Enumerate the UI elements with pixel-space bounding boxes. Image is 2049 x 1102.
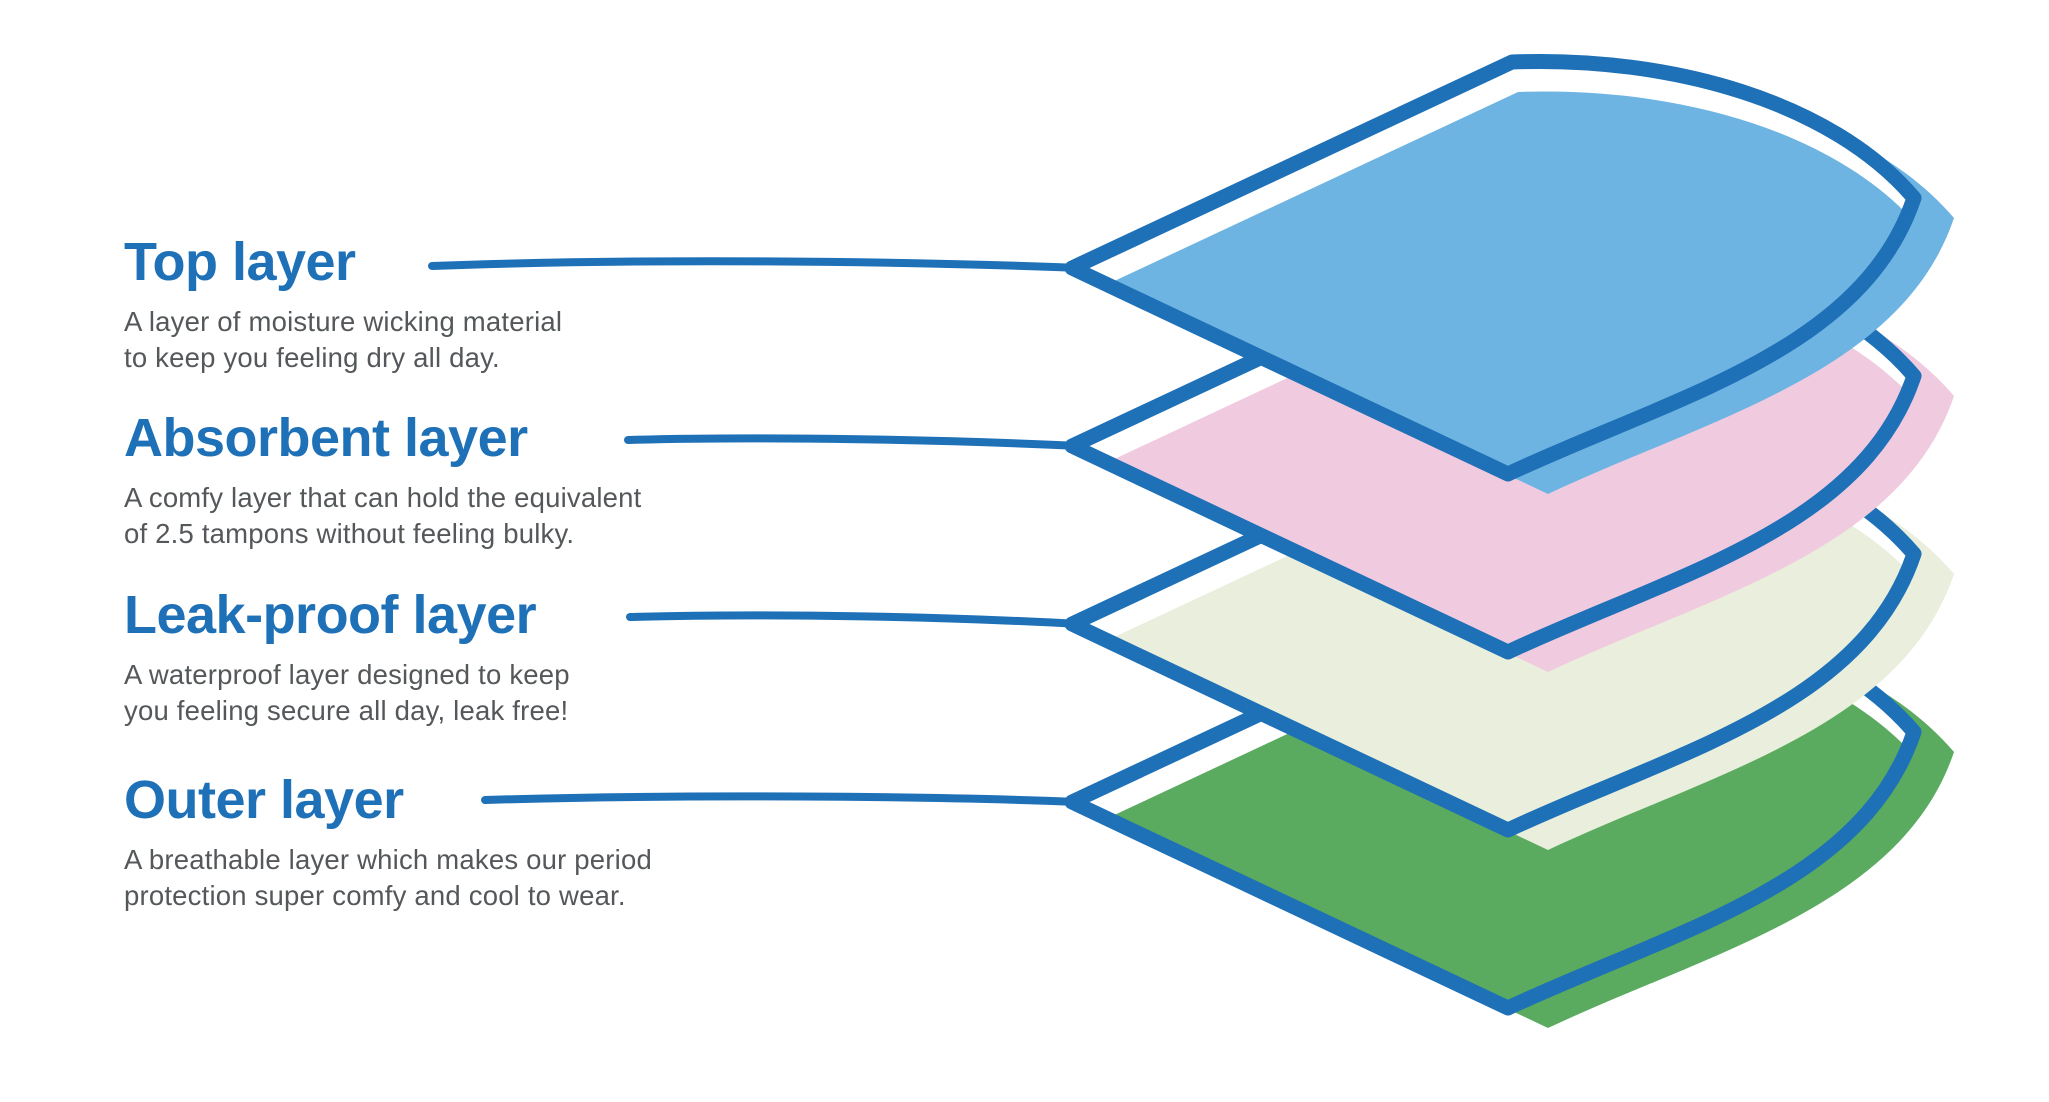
description-line-2: protection super comfy and cool to wear. <box>124 880 626 912</box>
description-line-2: of 2.5 tampons without feeling bulky. <box>124 518 575 550</box>
section-description: A waterproof layer designed to keep you … <box>124 657 824 729</box>
description-line-2: to keep you feeling dry all day. <box>124 342 500 374</box>
section-title: Top layer <box>124 232 356 292</box>
section-description: A layer of moisture wicking material to … <box>124 304 824 376</box>
section-outer-layer: Outer layer A breathable layer which mak… <box>124 770 824 914</box>
section-absorbent-layer: Absorbent layer A comfy layer that can h… <box>124 408 824 552</box>
section-title: Leak-proof layer <box>124 585 537 645</box>
description-line-1: A breathable layer which makes our perio… <box>124 844 652 876</box>
connector-line-leak-proof-layer <box>626 611 1084 628</box>
connector-lines <box>428 257 1084 806</box>
section-leak-proof-layer: Leak-proof layer A waterproof layer desi… <box>124 585 824 729</box>
connector-line-top-layer <box>428 257 1084 272</box>
description-line-1: A layer of moisture wicking material <box>124 306 563 338</box>
section-title: Absorbent layer <box>124 408 528 468</box>
section-top-layer: Top layer A layer of moisture wicking ma… <box>124 232 824 376</box>
description-line-2: you feeling secure all day, leak free! <box>124 695 569 727</box>
description-line-1: A waterproof layer designed to keep <box>124 659 570 691</box>
description-line-1: A comfy layer that can hold the equivale… <box>124 482 642 514</box>
section-title: Outer layer <box>124 770 404 830</box>
connector-line-absorbent-layer <box>624 434 1084 450</box>
section-description: A breathable layer which makes our perio… <box>124 842 824 914</box>
connector-line-outer-layer <box>481 792 1084 806</box>
section-description: A comfy layer that can hold the equivale… <box>124 480 824 552</box>
